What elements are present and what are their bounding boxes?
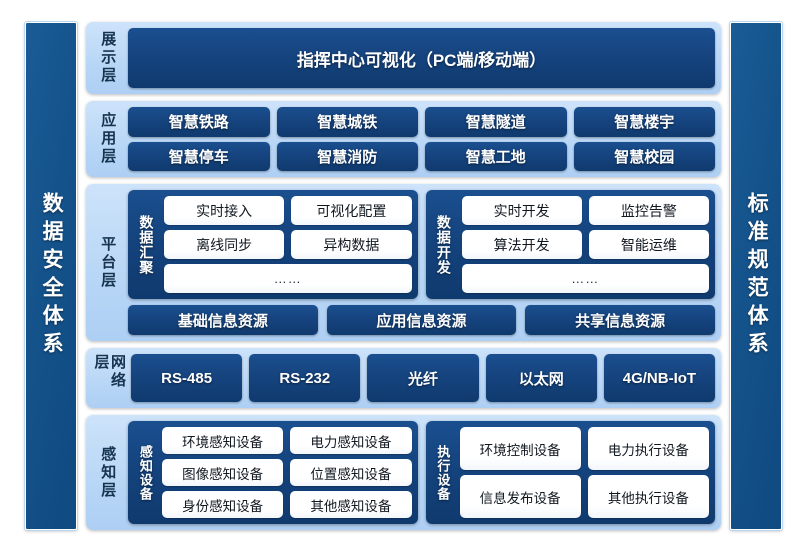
resource-item-basic-information[interactable]: 基础信息资源: [128, 305, 318, 335]
layer-application: 应用层 智慧铁路 智慧城铁 智慧隧道 智慧楼宇 智慧停车 智慧消防 智慧工地 智…: [86, 101, 721, 177]
display-banner-command-center[interactable]: 指挥中心可视化（PC端/移动端）: [128, 28, 715, 88]
network-item-ethernet[interactable]: 以太网: [485, 354, 597, 402]
sensor-row-3: 身份感知设备 其他感知设备: [162, 491, 412, 518]
app-item-smart-railway[interactable]: 智慧铁路: [128, 107, 270, 137]
sensor-item-identity[interactable]: 身份感知设备: [162, 491, 284, 518]
aggregation-item-heterogeneous-data[interactable]: 异构数据: [291, 230, 412, 259]
actuator-item-environment-control[interactable]: 环境控制设备: [459, 427, 581, 470]
layer-display-label: 展示层: [99, 31, 117, 85]
sensor-item-image[interactable]: 图像感知设备: [162, 459, 284, 486]
actuator-item-power-execution[interactable]: 电力执行设备: [587, 427, 709, 470]
app-item-smart-tunnel[interactable]: 智慧隧道: [425, 107, 567, 137]
application-row-2: 智慧停车 智慧消防 智慧工地 智慧校园: [128, 141, 715, 171]
aggregation-item-visual-config[interactable]: 可视化配置: [291, 196, 412, 225]
aggregation-item-offline-sync[interactable]: 离线同步: [164, 230, 285, 259]
layer-display: 展示层 指挥中心可视化（PC端/移动端）: [86, 22, 721, 94]
layer-application-label: 应用层: [99, 112, 117, 166]
layer-display-body: 指挥中心可视化（PC端/移动端）: [128, 28, 715, 88]
app-item-smart-construction-site[interactable]: 智慧工地: [425, 141, 567, 171]
network-item-rs232[interactable]: RS-232: [249, 354, 361, 402]
sensor-item-location[interactable]: 位置感知设备: [290, 459, 412, 486]
development-item-more[interactable]: ……: [461, 264, 709, 293]
app-item-smart-parking[interactable]: 智慧停车: [128, 141, 270, 171]
sensing-group-sensor-label: 感知设备: [137, 444, 153, 501]
layer-sensing-body: 感知设备 环境感知设备 电力感知设备 图像感知设备 位置感知设备: [128, 421, 715, 524]
development-row-1: 实时开发 监控告警: [461, 196, 709, 225]
sensing-group-sensor-body: 环境感知设备 电力感知设备 图像感知设备 位置感知设备 身份感知设备 其他感知设…: [162, 427, 412, 518]
aggregation-ellipsis-text: ……: [273, 271, 302, 286]
development-item-monitoring-alarm[interactable]: 监控告警: [588, 196, 709, 225]
sensor-row-1: 环境感知设备 电力感知设备: [162, 427, 412, 454]
layer-platform: 平台层 数据汇聚 实时接入 可视化配置 离线同步 异构数据: [86, 184, 721, 341]
development-item-realtime-development[interactable]: 实时开发: [461, 196, 582, 225]
sensing-group-actuator-label: 执行设备: [435, 444, 451, 501]
actuator-item-other-execution[interactable]: 其他执行设备: [587, 475, 709, 518]
left-pillar-label: 数据安全体系: [40, 192, 64, 360]
sensing-group-sensor-devices: 感知设备 环境感知设备 电力感知设备 图像感知设备 位置感知设备: [128, 421, 418, 524]
network-item-4g-nbiot[interactable]: 4G/NB-IoT: [603, 354, 716, 402]
layer-stack: 展示层 指挥中心可视化（PC端/移动端） 应用层 智慧铁路 智慧城铁 智慧隧道 …: [86, 22, 721, 530]
actuator-row-1: 环境控制设备 电力执行设备: [459, 427, 709, 470]
development-ellipsis-text: ……: [571, 271, 600, 286]
platform-group-data-development: 数据开发 实时开发 监控告警 算法开发 智能运维: [425, 190, 715, 299]
right-pillar-label: 标准规范体系: [745, 192, 769, 360]
layer-network-body: RS-485 RS-232 光纤 以太网 4G/NB-IoT: [131, 354, 716, 402]
layer-sensing: 感知层 感知设备 环境感知设备 电力感知设备 图像感知设备 位置感知设备: [86, 415, 721, 530]
right-pillar-standards: 标准规范体系: [729, 21, 783, 531]
app-item-smart-firefighting[interactable]: 智慧消防: [276, 141, 418, 171]
layer-platform-label: 平台层: [99, 235, 117, 290]
layer-network: 网络层 RS-485 RS-232 光纤 以太网 4G/NB-IoT: [86, 348, 721, 408]
aggregation-item-more[interactable]: ……: [164, 264, 412, 293]
actuator-item-information-release[interactable]: 信息发布设备: [459, 475, 581, 518]
layer-network-label: 网络层: [92, 354, 127, 390]
application-row-1: 智慧铁路 智慧城铁 智慧隧道 智慧楼宇: [128, 107, 715, 137]
left-pillar-data-security: 数据安全体系: [24, 21, 78, 531]
development-row-2: 算法开发 智能运维: [461, 230, 709, 259]
sensing-group-actuator-body: 环境控制设备 电力执行设备 信息发布设备 其他执行设备: [459, 427, 709, 518]
network-item-rs485[interactable]: RS-485: [131, 354, 243, 402]
platform-resource-strip: 基础信息资源 应用信息资源 共享信息资源: [128, 305, 716, 335]
network-item-optical-fiber[interactable]: 光纤: [367, 354, 479, 402]
resource-item-shared-information[interactable]: 共享信息资源: [525, 305, 716, 335]
platform-group-data-aggregation: 数据汇聚 实时接入 可视化配置 离线同步 异构数据: [128, 190, 418, 299]
layer-sensing-label: 感知层: [99, 445, 117, 500]
development-item-algorithm-development[interactable]: 算法开发: [461, 230, 582, 259]
aggregation-row-2: 离线同步 异构数据: [164, 230, 412, 259]
sensor-row-2: 图像感知设备 位置感知设备: [162, 459, 412, 486]
network-row: RS-485 RS-232 光纤 以太网 4G/NB-IoT: [131, 354, 716, 402]
aggregation-item-realtime-ingest[interactable]: 实时接入: [164, 196, 285, 225]
layer-platform-body: 数据汇聚 实时接入 可视化配置 离线同步 异构数据: [128, 190, 716, 335]
aggregation-row-3: ……: [164, 264, 412, 293]
aggregation-row-1: 实时接入 可视化配置: [164, 196, 412, 225]
layer-application-body: 智慧铁路 智慧城铁 智慧隧道 智慧楼宇 智慧停车 智慧消防 智慧工地 智慧校园: [128, 107, 715, 171]
actuator-row-2: 信息发布设备 其他执行设备: [459, 475, 709, 518]
app-item-smart-building[interactable]: 智慧楼宇: [573, 107, 715, 137]
sensor-item-power[interactable]: 电力感知设备: [290, 427, 412, 454]
sensor-item-environment[interactable]: 环境感知设备: [162, 427, 284, 454]
sensing-group-actuator-devices: 执行设备 环境控制设备 电力执行设备 信息发布设备 其他执行设备: [425, 421, 715, 524]
platform-group-development-body: 实时开发 监控告警 算法开发 智能运维 ……: [461, 196, 709, 293]
app-item-smart-campus[interactable]: 智慧校园: [573, 141, 715, 171]
sensor-item-other[interactable]: 其他感知设备: [290, 491, 412, 518]
sensing-group-container: 感知设备 环境感知设备 电力感知设备 图像感知设备 位置感知设备: [128, 421, 715, 524]
platform-group-aggregation-body: 实时接入 可视化配置 离线同步 异构数据 ……: [164, 196, 412, 293]
development-item-intelligent-ops[interactable]: 智能运维: [588, 230, 709, 259]
platform-group-development-label: 数据开发: [435, 214, 452, 275]
app-item-smart-metro[interactable]: 智慧城铁: [276, 107, 418, 137]
platform-group-aggregation-label: 数据汇聚: [138, 214, 155, 275]
resource-item-application-information[interactable]: 应用信息资源: [326, 305, 517, 335]
development-row-3: ……: [461, 264, 709, 293]
platform-group-container: 数据汇聚 实时接入 可视化配置 离线同步 异构数据: [128, 190, 715, 299]
